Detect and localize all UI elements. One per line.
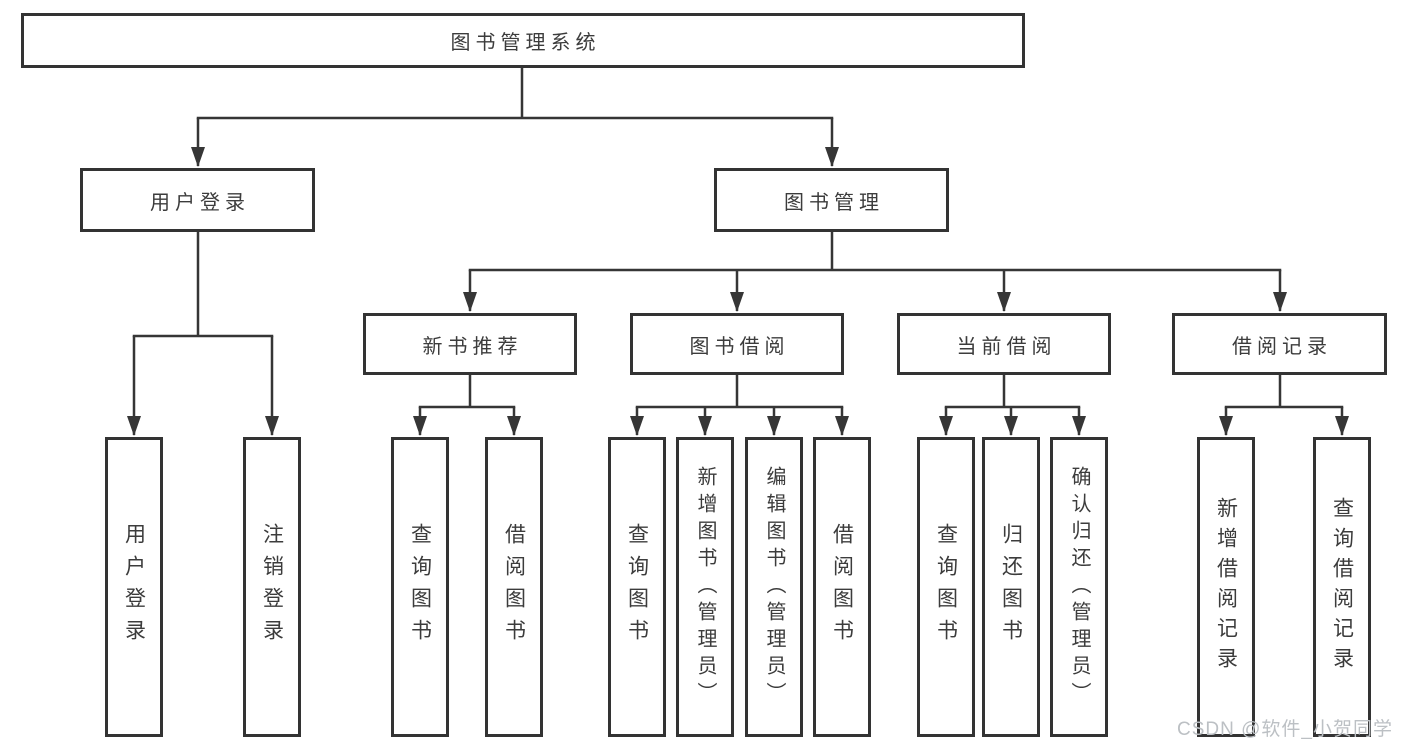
node-user-login: 用户登录 <box>80 168 315 232</box>
leaf-return-books: 归还图书 <box>982 437 1040 737</box>
leaf-query-books-current: 查询图书 <box>917 437 975 737</box>
leaf-borrow-books-borrowing: 借阅图书 <box>813 437 871 737</box>
leaf-add-borrow-record: 新增借阅记录 <box>1197 437 1255 737</box>
leaf-confirm-return-admin: 确认归还（管理员） <box>1050 437 1108 737</box>
leaf-edit-books-admin: 编辑图书（管理员） <box>745 437 803 737</box>
leaf-user-login: 用户登录 <box>105 437 163 737</box>
leaf-query-books-borrowing: 查询图书 <box>608 437 666 737</box>
node-new-book-recommendation: 新书推荐 <box>363 313 577 375</box>
node-borrowing-records: 借阅记录 <box>1172 313 1387 375</box>
node-current-borrowing: 当前借阅 <box>897 313 1111 375</box>
leaf-query-books-recommend: 查询图书 <box>391 437 449 737</box>
leaf-logout: 注销登录 <box>243 437 301 737</box>
node-book-borrowing: 图书借阅 <box>630 313 844 375</box>
node-library-management-system: 图书管理系统 <box>21 13 1025 68</box>
leaf-add-books-admin: 新增图书（管理员） <box>676 437 734 737</box>
leaf-borrow-books-recommend: 借阅图书 <box>485 437 543 737</box>
leaf-query-borrow-record: 查询借阅记录 <box>1313 437 1371 737</box>
node-book-management: 图书管理 <box>714 168 949 232</box>
